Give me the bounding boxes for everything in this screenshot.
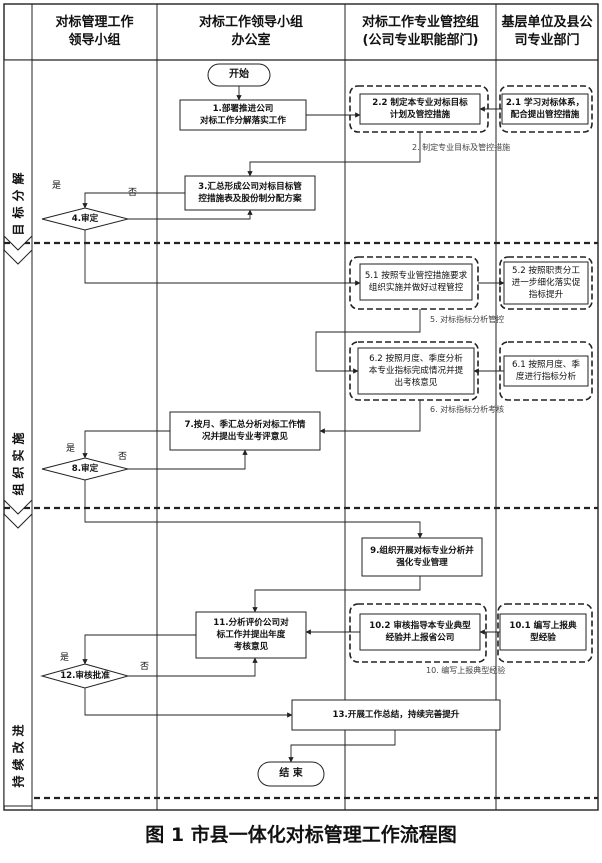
connector — [128, 209, 253, 220]
step-9-label: 9.组织开展对标专业分析并 强化专业管理 — [370, 546, 474, 568]
connector — [82, 192, 185, 209]
step-2-2-box — [359, 93, 481, 125]
stage-label-continuous-improvement: 持续改进 — [11, 719, 26, 788]
step-6-1-label: 6.1 按照月度、季 度进行指标分析 — [512, 360, 580, 382]
step-12-label: 12.审核批准 — [60, 671, 110, 681]
step-5-2-box — [503, 261, 589, 305]
edge-label-step-5: 5. 对标指标分析管控 — [430, 315, 505, 324]
step-5-2-label: 5.2 按照职责分工 进一步细化落实促 指标提升 — [511, 266, 581, 300]
step-10-1-box — [499, 613, 587, 651]
step-1-label: 1.部署推进公司 对标工作分解落实工作 — [200, 104, 286, 126]
connector — [247, 132, 421, 177]
stage-cell — [3, 248, 33, 515]
connector — [128, 657, 258, 677]
decision-4-no-label: 否 — [128, 188, 138, 198]
step-6-2-label: 6.2 按照月度、季度分析 本专业指标完成情况并提 出考核意见 — [368, 354, 464, 388]
step-7-label: 7.按月、季汇总分析对标工作情 况并提出专业考评意见 — [184, 420, 306, 442]
connector — [288, 730, 396, 763]
step-7-box — [169, 411, 321, 451]
decision-4-yes-label: 是 — [52, 181, 62, 191]
decision-8-no-label: 否 — [118, 452, 128, 462]
step-5-1-box — [359, 263, 473, 301]
connector — [82, 634, 196, 665]
decision-12-yes-label: 是 — [60, 653, 70, 663]
stage-label-implementation: 组织实施 — [11, 427, 26, 496]
edge-label-step-10: 10. 编写上报典型经验 — [426, 666, 506, 675]
column-header-office: 对标工作领导小组 办公室 — [198, 15, 303, 48]
step-10-1-label: 10.1 编写上报典 型经验 — [509, 621, 577, 643]
edge-label-step-6: 6. 对标指标分析考核 — [430, 405, 505, 414]
step-2-1-label: 2.1 学习对标体系， 配合提出管控措施 — [505, 98, 585, 120]
decision-12-no-label: 否 — [140, 662, 150, 672]
step-13-label: 13.开展工作总结，持续完善提升 — [332, 710, 460, 720]
step-11-label: 11.分析评价公司对 标工作并提出年度 考核意见 — [213, 618, 289, 652]
step-10-group — [349, 603, 487, 663]
connector — [84, 480, 423, 539]
column-header-leadership-group: 对标管理工作 领导小组 — [55, 15, 134, 48]
figure-caption: 图 1 市县一体化对标管理工作流程图 — [145, 824, 457, 846]
stage-cell — [3, 512, 33, 807]
connector — [82, 430, 170, 459]
stage-cell — [3, 59, 33, 251]
step-10-2-label: 10.2 审核指导本专业典型 经验并上报省公司 — [369, 621, 471, 643]
step-6-2-box — [357, 347, 475, 395]
step-3-label: 3.汇总形成公司对标目标管 控措施表及股份制分配方案 — [198, 182, 302, 204]
step-10-1-group — [497, 603, 593, 663]
end-label: 结 束 — [279, 768, 303, 779]
connector — [252, 576, 421, 613]
step-10-2-box — [359, 613, 481, 651]
step-5-1-label: 5.1 按照专业管控措施要求 组织实施并做好过程管控 — [364, 271, 468, 293]
start-label: 开始 — [229, 69, 249, 80]
connector — [84, 230, 361, 286]
column-header-control-group: 对标工作专业管控组 (公司专业职能部门) — [361, 15, 479, 48]
connector — [128, 449, 248, 470]
step-6-1-box — [503, 355, 589, 387]
connector — [319, 400, 421, 434]
step-8-label: 8.审定 — [71, 464, 99, 474]
connector — [84, 688, 293, 718]
edge-label-step-2: 2. 制定专业目标及管控措施 — [412, 143, 511, 152]
stage-label-goal-decomposition: 目标分解 — [11, 167, 26, 236]
step-2-2-label: 2.2 制定本专业对标目标 计划及管控措施 — [372, 98, 468, 120]
step-9-box — [361, 537, 483, 577]
column-header-grassroots-units: 基层单位及县公 司专业部门 — [501, 15, 593, 48]
connector — [315, 309, 421, 374]
step-2-1-box — [501, 93, 589, 125]
decision-8-yes-label: 是 — [66, 444, 76, 454]
step-4-label: 4.审定 — [71, 214, 99, 224]
